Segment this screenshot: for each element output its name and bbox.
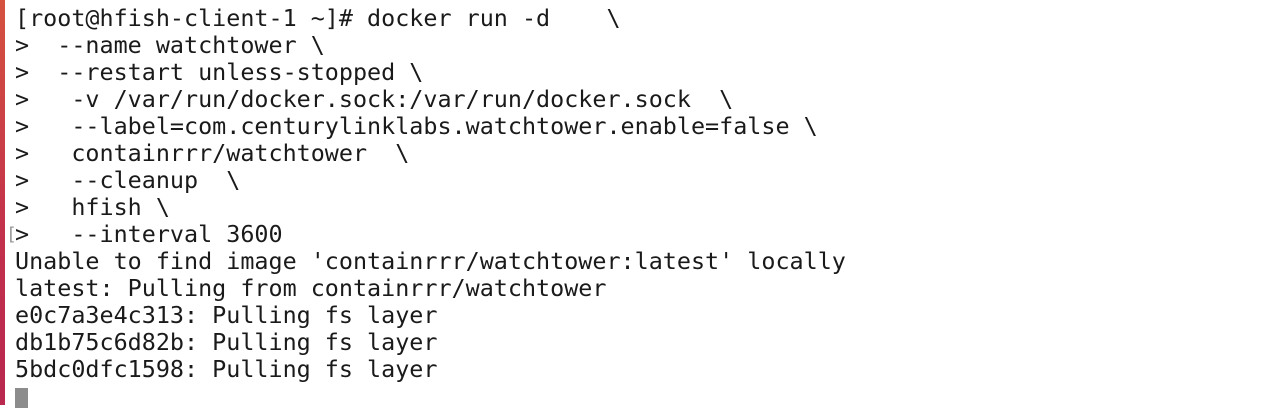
terminal-line: > --restart unless-stopped \	[15, 58, 424, 86]
mark-indicator: [	[6, 224, 17, 245]
terminal-line: > --cleanup \	[15, 166, 241, 194]
terminal-line: latest: Pulling from containrrr/watchtow…	[15, 274, 607, 302]
terminal-line-wrapper: [> --interval 3600	[6, 220, 846, 248]
window-edge	[0, 0, 5, 405]
terminal-line: Unable to find image 'containrrr/watchto…	[15, 247, 846, 275]
terminal-line: > --label=com.centurylinklabs.watchtower…	[15, 112, 818, 140]
terminal-line: > --interval 3600	[15, 220, 283, 248]
terminal-line: > -v /var/run/docker.sock:/var/run/docke…	[15, 85, 734, 113]
terminal-line: > containrrr/watchtower \	[15, 139, 410, 167]
terminal-output[interactable]: [root@hfish-client-1 ~]# docker run -d \…	[6, 4, 846, 410]
terminal-line: 5bdc0dfc1598: Pulling fs layer	[15, 355, 438, 383]
terminal-line: > hfish \	[15, 193, 170, 221]
prompt-line	[15, 383, 846, 410]
terminal-line: > --name watchtower \	[15, 31, 325, 59]
terminal-line: db1b75c6d82b: Pulling fs layer	[15, 328, 438, 356]
terminal-line: [root@hfish-client-1 ~]# docker run -d \	[15, 4, 621, 32]
terminal-line: e0c7a3e4c313: Pulling fs layer	[15, 301, 438, 329]
terminal-cursor	[15, 388, 28, 408]
